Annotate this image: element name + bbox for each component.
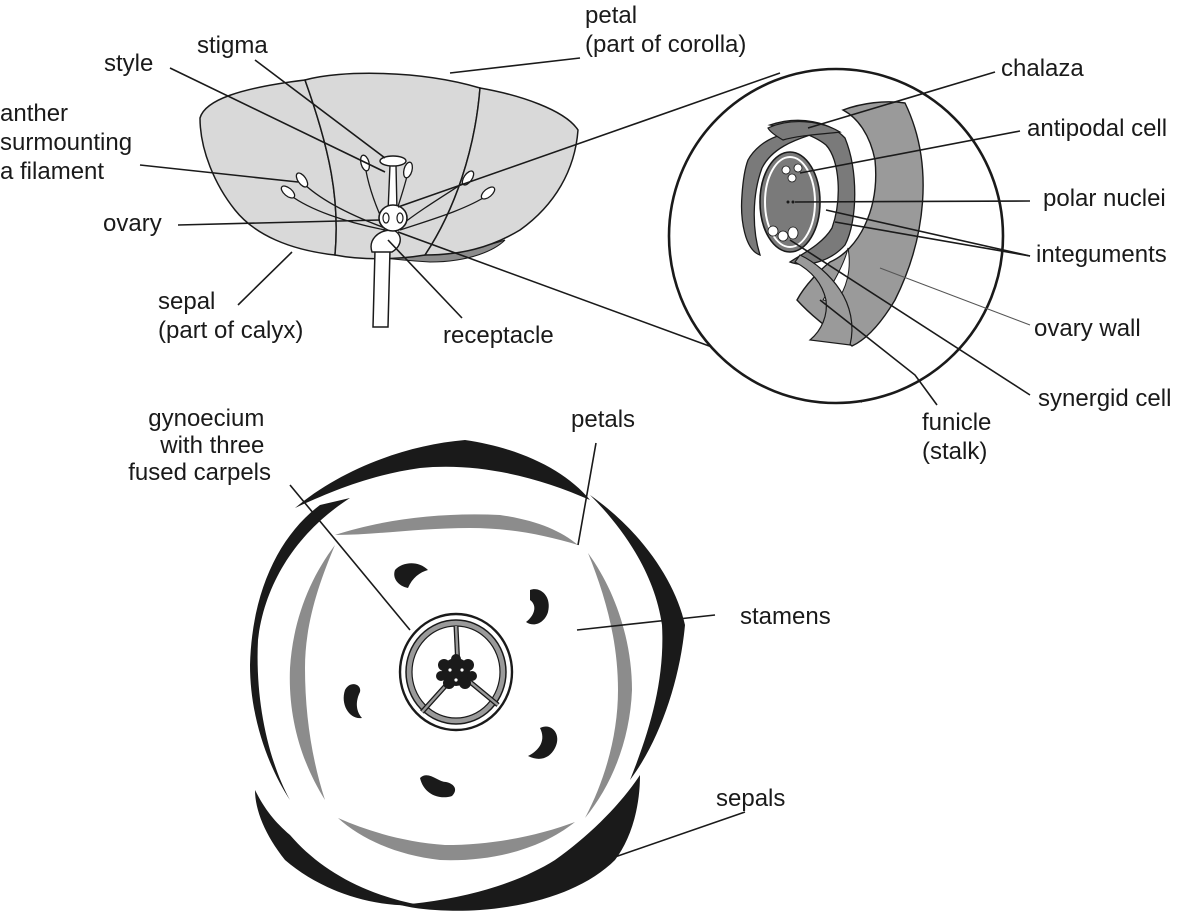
gynoecium-label: gynoecium with three fused carpels xyxy=(128,405,271,486)
placental-ovules xyxy=(436,654,477,689)
petal-label-line-1: petal xyxy=(585,2,637,29)
stamen-3 xyxy=(343,684,362,719)
receptacle-label: receptacle xyxy=(443,322,554,349)
integuments-leader-2 xyxy=(834,221,1031,257)
integuments-leader-1 xyxy=(825,209,1031,257)
anther-leader xyxy=(139,164,299,183)
style-leader xyxy=(169,67,386,173)
anther-label: anther surmounting a filament xyxy=(0,100,139,185)
sepal-label-line-2: (part of calyx) xyxy=(158,317,303,344)
synergid-cells xyxy=(767,225,799,242)
gynoecium-label-line-3: fused carpels xyxy=(128,459,271,486)
ovule-left-mark xyxy=(382,212,390,224)
funicle-label-line-1: funicle xyxy=(922,409,991,436)
stigma-shape xyxy=(379,155,407,167)
funicle-shape xyxy=(794,254,853,346)
chalaza-shape xyxy=(767,121,842,141)
petal-arc-left xyxy=(289,545,335,800)
anther-label-line-2: surmounting xyxy=(0,129,132,156)
petal-arc-top xyxy=(335,514,578,545)
ovule-detail: chalaza antipodal cell polar nuclei inte… xyxy=(667,55,1171,465)
petals-ring xyxy=(289,514,632,861)
petal-arc-right xyxy=(585,553,632,818)
stamen-1 xyxy=(394,563,428,588)
sepal-leader xyxy=(237,251,293,306)
zoom-line-top xyxy=(397,72,781,208)
petals-label: petals xyxy=(571,406,635,433)
stamens-leader xyxy=(576,614,716,631)
gynoecium-label-line-2: with three xyxy=(159,432,264,459)
stamen-4 xyxy=(528,726,558,759)
gynoecium xyxy=(398,612,514,732)
stamen-5 xyxy=(420,775,456,798)
petals-leader xyxy=(577,442,597,546)
stamens-label: stamens xyxy=(740,603,831,630)
anther-label-line-3: a filament xyxy=(0,158,104,185)
petal-arc-bottom xyxy=(338,818,575,861)
flower-stalk xyxy=(372,249,391,328)
polar-nuclei-label: polar nuclei xyxy=(1043,185,1166,212)
sepals-ring xyxy=(250,440,685,911)
sepals-leader xyxy=(611,811,746,859)
flower-side-view: petal (part of corolla) stigma style ant… xyxy=(0,2,746,349)
antipodal-cell-label: antipodal cell xyxy=(1027,115,1167,142)
petal-label: petal (part of corolla) xyxy=(585,2,746,58)
sepal-left xyxy=(250,498,350,800)
gynoecium-label-line-1: gynoecium xyxy=(148,405,264,432)
synergid-cell-label: synergid cell xyxy=(1038,385,1171,412)
integuments-label: integuments xyxy=(1036,241,1167,268)
placental-ovule-highlights xyxy=(448,668,464,682)
stamens xyxy=(343,563,558,798)
sepal-right xyxy=(590,495,685,780)
sepal-bottom-right xyxy=(400,775,640,911)
anther-label-line-1: anther xyxy=(0,100,68,127)
sepal-label-line-1: sepal xyxy=(158,288,215,315)
ovary-label: ovary xyxy=(103,210,162,237)
chalaza-label: chalaza xyxy=(1001,55,1084,82)
floral-diagram: gynoecium with three fused carpels petal… xyxy=(128,405,831,911)
petal-leader xyxy=(449,57,581,74)
chalaza-leader xyxy=(807,71,996,129)
funicle-leader xyxy=(819,299,938,406)
gynoecium-leader xyxy=(289,484,411,631)
stamen-2 xyxy=(526,589,549,625)
funicle-label: funicle (stalk) xyxy=(922,409,998,465)
stigma-leader xyxy=(254,59,386,159)
sepal-top xyxy=(295,440,590,508)
ovary-wall-leader xyxy=(879,267,1031,326)
polar-nuclei xyxy=(786,200,795,204)
sepal-bottom-left xyxy=(255,790,420,906)
receptacle-leader xyxy=(387,239,463,319)
outer-integument-shape xyxy=(767,119,856,265)
sepals-label: sepals xyxy=(716,785,785,812)
sepal-label: sepal (part of calyx) xyxy=(158,288,303,344)
synergid-leader xyxy=(789,239,1031,396)
polar-nuclei-leader xyxy=(794,200,1031,203)
petal-label-line-2: (part of corolla) xyxy=(585,31,746,58)
stigma-label: stigma xyxy=(197,32,268,59)
anthers xyxy=(280,154,496,200)
ovule-right-mark xyxy=(396,212,404,224)
antipodal-cells xyxy=(781,163,803,183)
funicle-label-line-2: (stalk) xyxy=(922,438,987,465)
ovary-leader xyxy=(177,219,381,226)
antipodal-leader xyxy=(799,130,1021,174)
style-label: style xyxy=(104,50,153,77)
ovary-shape xyxy=(378,204,408,232)
ovary-wall-label: ovary wall xyxy=(1034,315,1141,342)
